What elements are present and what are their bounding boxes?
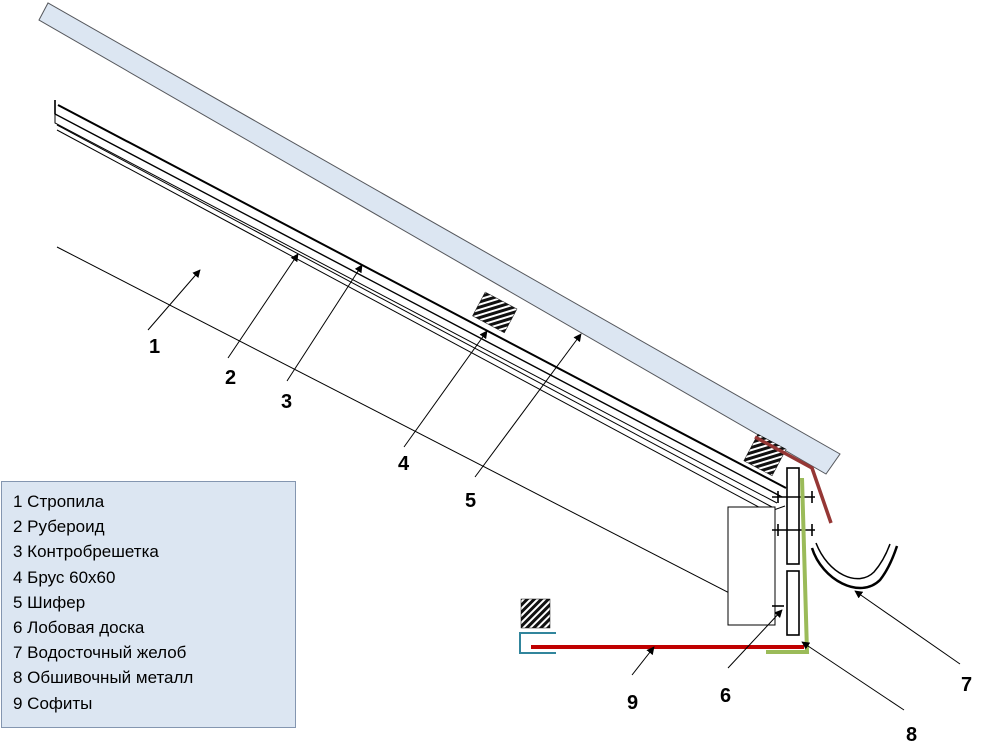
legend-item-cladding-metal: 8 Обшивочный металл bbox=[13, 668, 194, 688]
rafter-line bbox=[56, 246, 777, 618]
batten-block-eave bbox=[743, 433, 787, 477]
legend-item-counter-batten: 3 Контробрешетка bbox=[13, 542, 159, 562]
legend-item-slate: 5 Шифер bbox=[13, 592, 86, 612]
soffit-bracket bbox=[519, 632, 556, 654]
batten-block bbox=[472, 291, 518, 334]
gutter-flashing bbox=[754, 435, 833, 524]
legend-item-fascia-board: 6 Лобовая доска bbox=[13, 618, 145, 638]
fascia-frame bbox=[727, 506, 776, 626]
gutter-shape-inner bbox=[815, 542, 891, 580]
leader-lines bbox=[147, 253, 961, 711]
fascia-fasteners bbox=[772, 491, 815, 607]
callout-4: 4 bbox=[398, 453, 410, 475]
gutter-shape bbox=[810, 545, 899, 590]
callout-5: 5 bbox=[465, 490, 476, 512]
callout-2: 2 bbox=[225, 367, 236, 389]
callout-1: 1 bbox=[149, 336, 160, 358]
legend-item-batten: 4 Брус 60х60 bbox=[13, 567, 116, 587]
wall-batten-block bbox=[520, 598, 551, 629]
cladding-metal bbox=[766, 477, 810, 654]
legend-item-soffits: 9 Софиты bbox=[13, 693, 93, 713]
legend-item-gutter: 7 Водосточный желоб bbox=[13, 643, 187, 663]
callout-3: 3 bbox=[281, 391, 292, 413]
callout-9: 9 bbox=[627, 692, 638, 714]
fascia-board-upper bbox=[786, 467, 800, 565]
callout-6: 6 bbox=[720, 685, 731, 707]
legend-item-rafters: 1 Стропила bbox=[13, 492, 105, 511]
callout-7: 7 bbox=[961, 674, 972, 696]
legend-item-roofing-felt: 2 Рубероид bbox=[13, 517, 105, 537]
fascia-board-lower bbox=[786, 570, 800, 636]
roofing-felt-layers bbox=[54, 100, 787, 513]
legend-box: 1 Стропила 2 Рубероид 3 Контробрешетка 4… bbox=[1, 481, 296, 728]
callout-8: 8 bbox=[906, 724, 917, 746]
slate-sheet bbox=[38, 2, 841, 475]
